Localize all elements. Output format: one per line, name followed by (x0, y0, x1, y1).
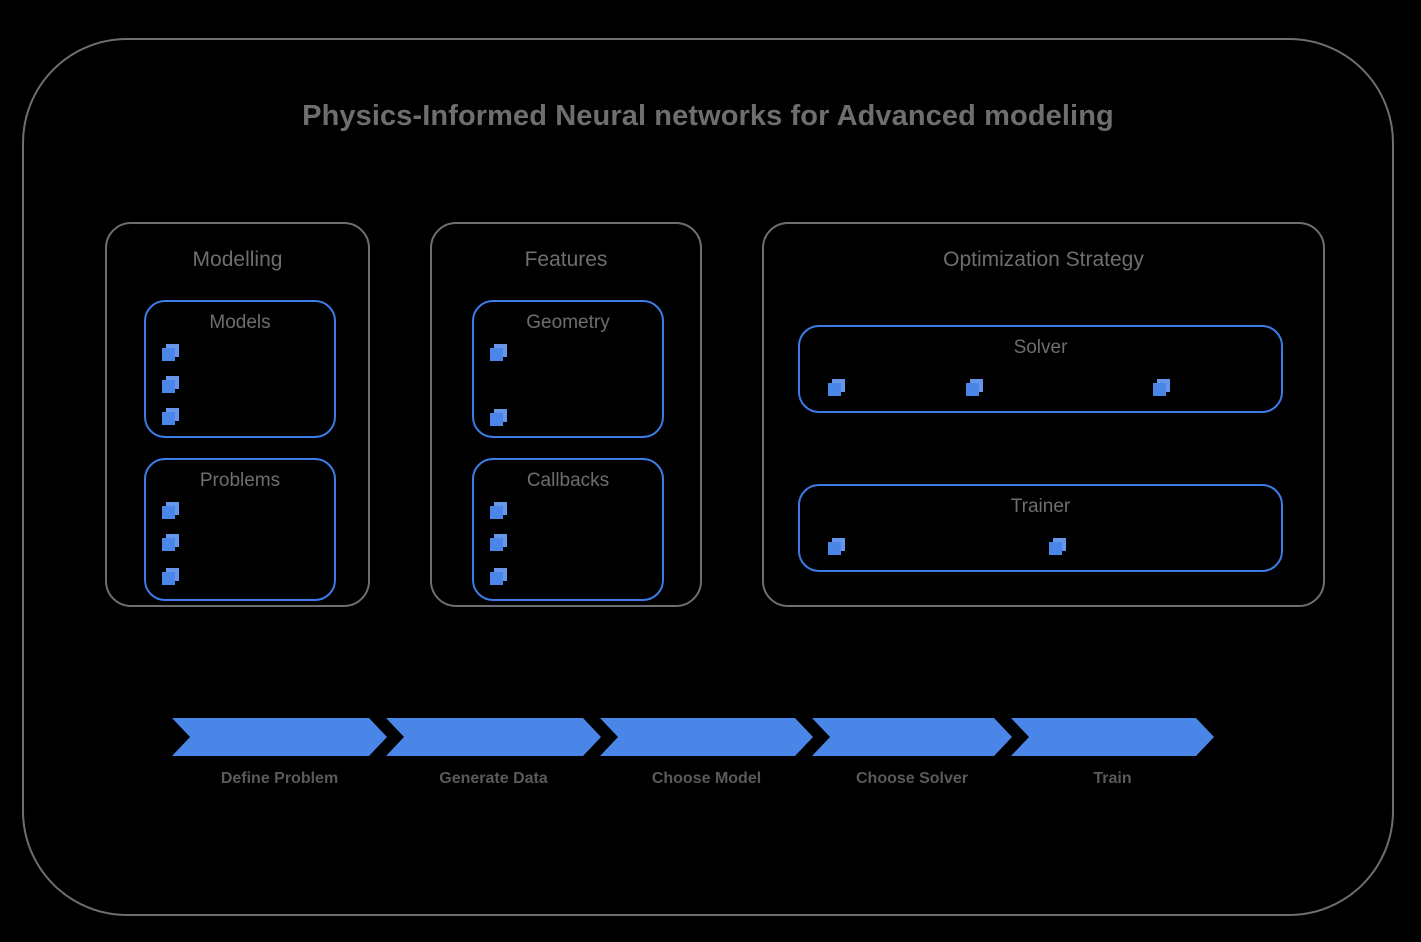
group-features-label: Features (524, 248, 608, 271)
group-optimization-strategy[interactable]: Optimization Strategy (762, 222, 1325, 607)
sub-box-problems[interactable]: Problems (144, 458, 336, 601)
marker-icon (162, 376, 180, 394)
marker-icon (162, 408, 180, 426)
workflow-step-train[interactable] (1011, 718, 1214, 756)
marker-icon (1153, 379, 1171, 397)
marker-icon (490, 534, 508, 552)
workflow-step-choose-solver[interactable] (812, 718, 1012, 756)
marker-icon (490, 568, 508, 586)
workflow-label-define-problem: Define Problem (220, 770, 339, 787)
sub-box-geometry[interactable]: Geometry (472, 300, 664, 438)
sub-box-models-label: Models (209, 312, 271, 333)
marker-icon (162, 568, 180, 586)
sub-box-problems-label: Problems (199, 470, 281, 491)
marker-icon (966, 379, 984, 397)
group-optimization-strategy-label: Optimization Strategy (943, 248, 1144, 271)
page-title: Physics-Informed Neural networks for Adv… (302, 100, 1114, 132)
workflow-step-define-problem[interactable] (172, 718, 387, 756)
sub-box-callbacks-label: Callbacks (526, 470, 610, 491)
marker-icon (490, 344, 508, 362)
group-modelling-label: Modelling (192, 248, 283, 271)
marker-icon (828, 379, 846, 397)
marker-icon (162, 534, 180, 552)
sub-box-solver[interactable]: Solver (798, 325, 1283, 413)
marker-icon (828, 538, 846, 556)
outer-frame (22, 38, 1394, 916)
marker-icon (490, 502, 508, 520)
sub-box-geometry-label: Geometry (526, 312, 610, 333)
workflow-label-choose-model: Choose Model (651, 770, 762, 787)
marker-icon (162, 344, 180, 362)
marker-icon (490, 409, 508, 427)
group-modelling[interactable]: Modelling (105, 222, 370, 607)
workflow-label-choose-solver: Choose Solver (855, 770, 969, 787)
sub-box-solver-label: Solver (1013, 337, 1068, 358)
workflow-label-generate-data: Generate Data (439, 770, 548, 787)
sub-box-trainer-label: Trainer (1010, 496, 1071, 517)
group-features[interactable]: Features (430, 222, 702, 607)
sub-box-callbacks[interactable]: Callbacks (472, 458, 664, 601)
sub-box-models[interactable]: Models (144, 300, 336, 438)
workflow-label-train: Train (1093, 770, 1132, 787)
workflow-step-generate-data[interactable] (386, 718, 601, 756)
marker-icon (162, 502, 180, 520)
marker-icon (1049, 538, 1067, 556)
workflow-step-choose-model[interactable] (600, 718, 813, 756)
sub-box-trainer[interactable]: Trainer (798, 484, 1283, 572)
